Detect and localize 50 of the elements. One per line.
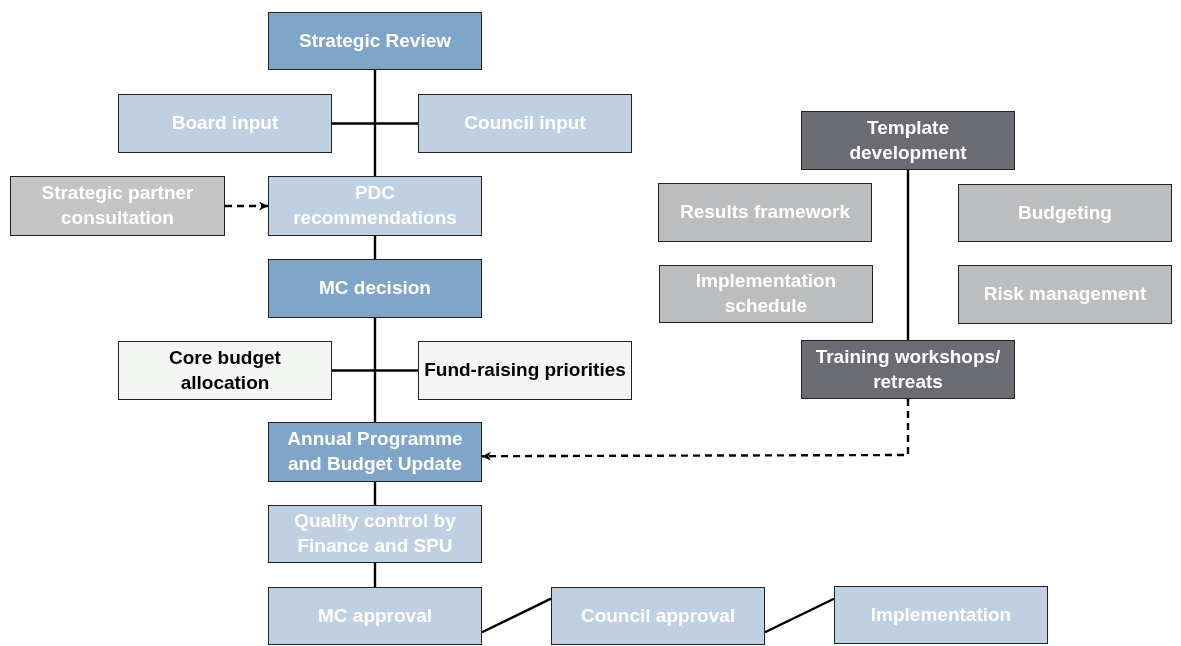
process-box [834, 586, 1048, 644]
arrow [482, 399, 910, 461]
process-box [118, 94, 332, 153]
process-box [801, 340, 1015, 399]
connector-line [373, 236, 377, 259]
process-box [658, 183, 872, 242]
process-box [418, 341, 632, 400]
process-box [958, 184, 1172, 242]
connector-line [764, 597, 835, 634]
box-label: Budgeting [1018, 200, 1112, 225]
process-box [268, 422, 482, 482]
box-label: Core budget allocation [168, 345, 282, 395]
box-label: MC approval [318, 603, 432, 628]
connector-line [373, 70, 377, 176]
process-box [268, 259, 482, 318]
process-box [268, 176, 482, 236]
connector-line [373, 563, 377, 587]
process-box [268, 505, 482, 563]
box-label: Strategic partner consultation [40, 181, 195, 230]
process-box [958, 265, 1172, 324]
box-label: Implementation [870, 602, 1012, 627]
box-label: Results framework [680, 200, 850, 225]
box-label: Council input [464, 111, 586, 136]
process-box [268, 12, 482, 70]
box-label: Strategic Review [298, 28, 452, 53]
box-label: Annual Programme and Budget Update [286, 427, 464, 476]
box-label: MC decision [319, 276, 431, 301]
connector-line [906, 170, 910, 340]
process-box [659, 265, 873, 323]
box-label: Quality control by Finance and SPU [293, 509, 457, 558]
arrow [225, 201, 268, 211]
process-box [801, 111, 1015, 170]
connector-line [373, 318, 377, 422]
box-label: Board input [171, 111, 279, 136]
connector-line [481, 597, 552, 634]
process-box [418, 94, 632, 153]
connector-line [332, 122, 418, 125]
box-label: Template development [848, 115, 968, 165]
box-label: Implementation schedule [694, 269, 838, 318]
connector-line [332, 369, 418, 372]
box-label: Training workshops/ retreats [814, 344, 1002, 394]
box-label: Fund-raising priorities [424, 358, 626, 383]
process-box [118, 341, 332, 400]
process-box [10, 176, 225, 236]
process-box [551, 587, 765, 645]
box-label: PDC recommendations [292, 181, 458, 230]
box-label: Council approval [580, 603, 736, 628]
connector-line [373, 482, 377, 505]
box-label: Risk management [983, 282, 1147, 307]
process-box [268, 587, 482, 645]
